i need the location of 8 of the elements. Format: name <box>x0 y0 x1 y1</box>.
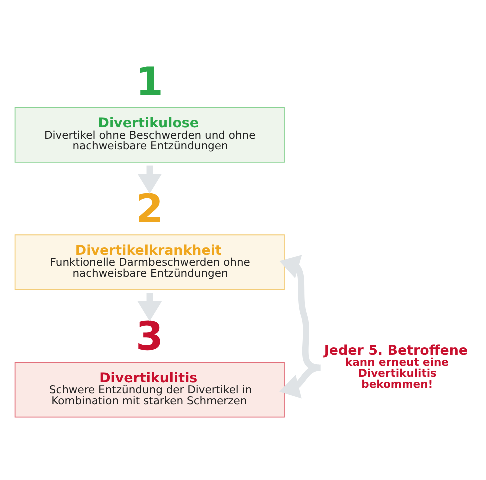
node-label: 3 <box>136 314 164 360</box>
node-label: 1 <box>136 58 164 105</box>
node-label: 2 <box>136 186 164 232</box>
node-text: Jeder 5. Betroffene kann erneut eine Divertikulitis bekommen! <box>324 343 468 390</box>
arrow <box>138 165 162 194</box>
arrow <box>280 364 322 398</box>
arrow <box>138 292 162 321</box>
arrow <box>280 254 320 371</box>
